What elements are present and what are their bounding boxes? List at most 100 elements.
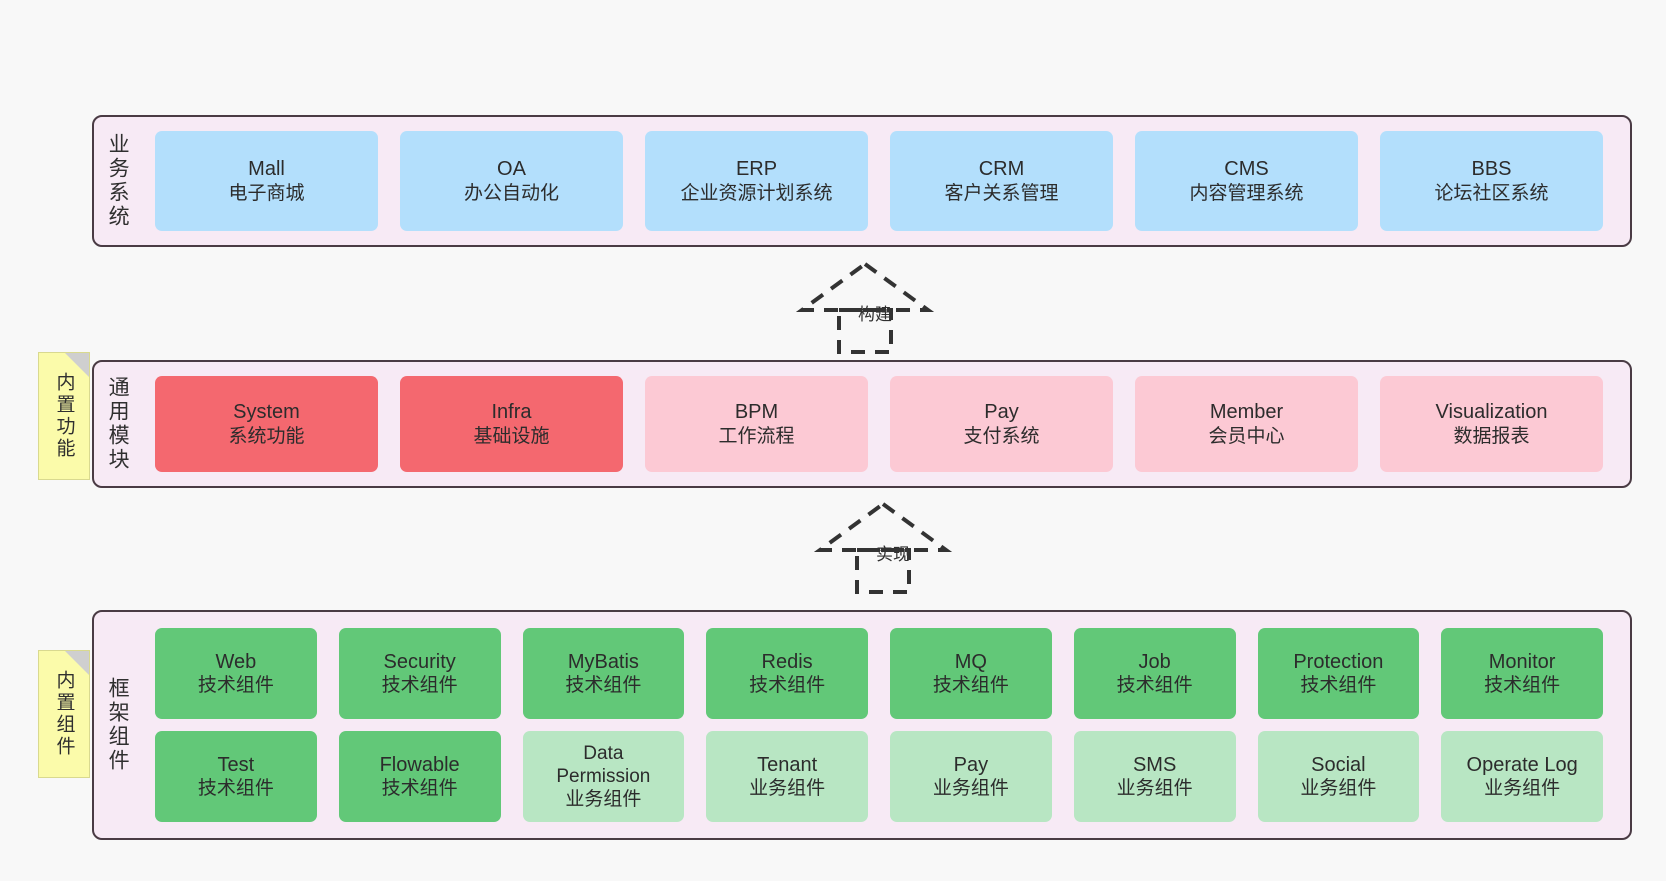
layer-framework-nodes: Web 技术组件 Security 技术组件 MyBatis 技术组件	[140, 612, 1630, 838]
node-title-en: MQ	[954, 650, 987, 673]
node-cell: MyBatis 技术组件	[512, 628, 696, 719]
node-cell: Protection 技术组件	[1247, 628, 1431, 719]
node-title-cn: 数据报表	[1453, 425, 1530, 447]
node-title-en: Pay	[984, 401, 1019, 424]
node-bpm[interactable]: BPM 工作流程	[645, 376, 868, 472]
connector-build-arrow	[790, 258, 940, 354]
node-social[interactable]: Social 业务组件	[1257, 731, 1420, 822]
node-title-en: Infra	[491, 401, 532, 424]
framework-row-tech: Web 技术组件 Security 技术组件 MyBatis 技术组件	[144, 628, 1614, 719]
layer-title-business-system: 业务系统	[106, 133, 130, 229]
layer-framework-components: 框架组件 Web 技术组件 Security 技术组件	[92, 610, 1632, 840]
node-crm[interactable]: CRM 客户关系管理	[890, 131, 1113, 231]
node-title-cn: 技术组件	[197, 778, 274, 800]
node-oa[interactable]: OA 办公自动化	[400, 131, 623, 231]
node-cell: Job 技术组件	[1063, 628, 1247, 719]
node-title-en: OA	[497, 158, 526, 181]
node-title-en: MyBatis	[567, 650, 639, 673]
node-web[interactable]: Web 技术组件	[155, 628, 317, 719]
node-sms[interactable]: SMS 业务组件	[1073, 731, 1236, 822]
layer-title-common-modules: 通用模块	[106, 376, 130, 472]
node-title-cn: 工作流程	[718, 425, 795, 447]
node-title-en: BBS	[1471, 158, 1512, 181]
node-title-cn: 技术组件	[932, 675, 1009, 697]
note-builtin-features: 内置功能	[38, 352, 90, 480]
node-cell: Operate Log 业务组件	[1430, 731, 1614, 822]
node-title-cn: 技术组件	[381, 675, 458, 697]
node-mall[interactable]: Mall 电子商城	[155, 131, 378, 231]
node-cell: Flowable 技术组件	[328, 731, 512, 822]
node-title-en: Security	[383, 650, 456, 673]
node-infra[interactable]: Infra 基础设施	[400, 376, 623, 472]
node-cell: Visualization 数据报表	[1369, 376, 1614, 472]
node-title-en: Pay	[953, 753, 989, 776]
node-title-cn: 业务组件	[1300, 778, 1377, 800]
node-title-en: Job	[1138, 650, 1171, 673]
node-cell: System 系统功能	[144, 376, 389, 472]
node-data-permission[interactable]: Data Permission 业务组件	[522, 731, 685, 822]
node-cell: BBS 论坛社区系统	[1369, 131, 1614, 231]
node-title-cn: 支付系统	[963, 425, 1040, 447]
node-cell: CMS 内容管理系统	[1124, 131, 1369, 231]
node-security[interactable]: Security 技术组件	[338, 628, 501, 719]
node-protection[interactable]: Protection 技术组件	[1257, 628, 1420, 719]
node-title-cn: 技术组件	[1116, 675, 1193, 697]
node-title-en: Monitor	[1488, 650, 1556, 673]
node-cell: Pay 支付系统	[879, 376, 1124, 472]
node-cell: Member 会员中心	[1124, 376, 1369, 472]
node-title-cn: 业务组件	[749, 778, 826, 800]
node-operate-log[interactable]: Operate Log 业务组件	[1441, 731, 1603, 822]
node-flowable[interactable]: Flowable 技术组件	[338, 731, 501, 822]
node-title-en: System	[233, 401, 300, 424]
node-title-cn: 办公自动化	[463, 182, 559, 204]
node-pay-component[interactable]: Pay 业务组件	[890, 731, 1052, 822]
node-mq[interactable]: MQ 技术组件	[890, 628, 1052, 719]
node-redis[interactable]: Redis 技术组件	[706, 628, 868, 719]
node-cell: SMS 业务组件	[1063, 731, 1247, 822]
node-title-en: Test	[217, 753, 255, 776]
node-cell: ERP 企业资源计划系统	[634, 131, 879, 231]
node-job[interactable]: Job 技术组件	[1073, 628, 1236, 719]
node-title-cn: 技术组件	[381, 778, 458, 800]
node-title-en: Tenant	[757, 753, 818, 776]
node-cell: Infra 基础设施	[389, 376, 634, 472]
node-cell: Redis 技术组件	[695, 628, 879, 719]
node-cell: Web 技术组件	[144, 628, 328, 719]
node-title-en: CRM	[978, 158, 1025, 181]
framework-row-business: Test 技术组件 Flowable 技术组件 Data Permission …	[144, 731, 1614, 822]
node-title-en: Web	[215, 650, 257, 673]
node-title-cn: 业务组件	[1484, 778, 1561, 800]
node-title-cn: 技术组件	[1484, 675, 1561, 697]
node-title-en: ERP	[735, 158, 778, 181]
node-cell: Test 技术组件	[144, 731, 328, 822]
node-title-cn: 客户关系管理	[944, 182, 1059, 204]
node-title-en: SMS	[1132, 753, 1177, 776]
node-cell: Data Permission 业务组件	[512, 731, 696, 822]
node-mybatis[interactable]: MyBatis 技术组件	[522, 628, 685, 719]
node-cell: CRM 客户关系管理	[879, 131, 1124, 231]
node-cell: MQ 技术组件	[879, 628, 1063, 719]
layer-common-modules: 通用模块 System 系统功能 Infra 基础设施 BPM 工作流程	[92, 360, 1632, 488]
connector-implement-arrow	[808, 498, 958, 594]
note-builtin-components: 内置组件	[38, 650, 90, 778]
node-bbs[interactable]: BBS 论坛社区系统	[1380, 131, 1603, 231]
node-title-cn: 论坛社区系统	[1434, 182, 1549, 204]
node-system[interactable]: System 系统功能	[155, 376, 378, 472]
node-cms[interactable]: CMS 内容管理系统	[1135, 131, 1358, 231]
note-fold-corner-icon	[65, 353, 89, 377]
node-title-en: Social	[1311, 753, 1366, 776]
node-title-en: Member	[1209, 401, 1284, 424]
node-visualization[interactable]: Visualization 数据报表	[1380, 376, 1603, 472]
implement-arrowhead-triangle	[813, 502, 953, 552]
node-pay-module[interactable]: Pay 支付系统	[890, 376, 1113, 472]
node-test[interactable]: Test 技术组件	[155, 731, 317, 822]
node-title-en: BPM	[734, 401, 779, 424]
node-member[interactable]: Member 会员中心	[1135, 376, 1358, 472]
node-cell: Pay 业务组件	[879, 731, 1063, 822]
node-title-cn: 技术组件	[197, 675, 274, 697]
node-title-cn: 会员中心	[1208, 425, 1285, 447]
node-tenant[interactable]: Tenant 业务组件	[706, 731, 868, 822]
node-monitor[interactable]: Monitor 技术组件	[1441, 628, 1603, 719]
node-erp[interactable]: ERP 企业资源计划系统	[645, 131, 868, 231]
layer-business-system: 业务系统 Mall 电子商城 OA 办公自动化 ERP 企业资源计划系统	[92, 115, 1632, 247]
